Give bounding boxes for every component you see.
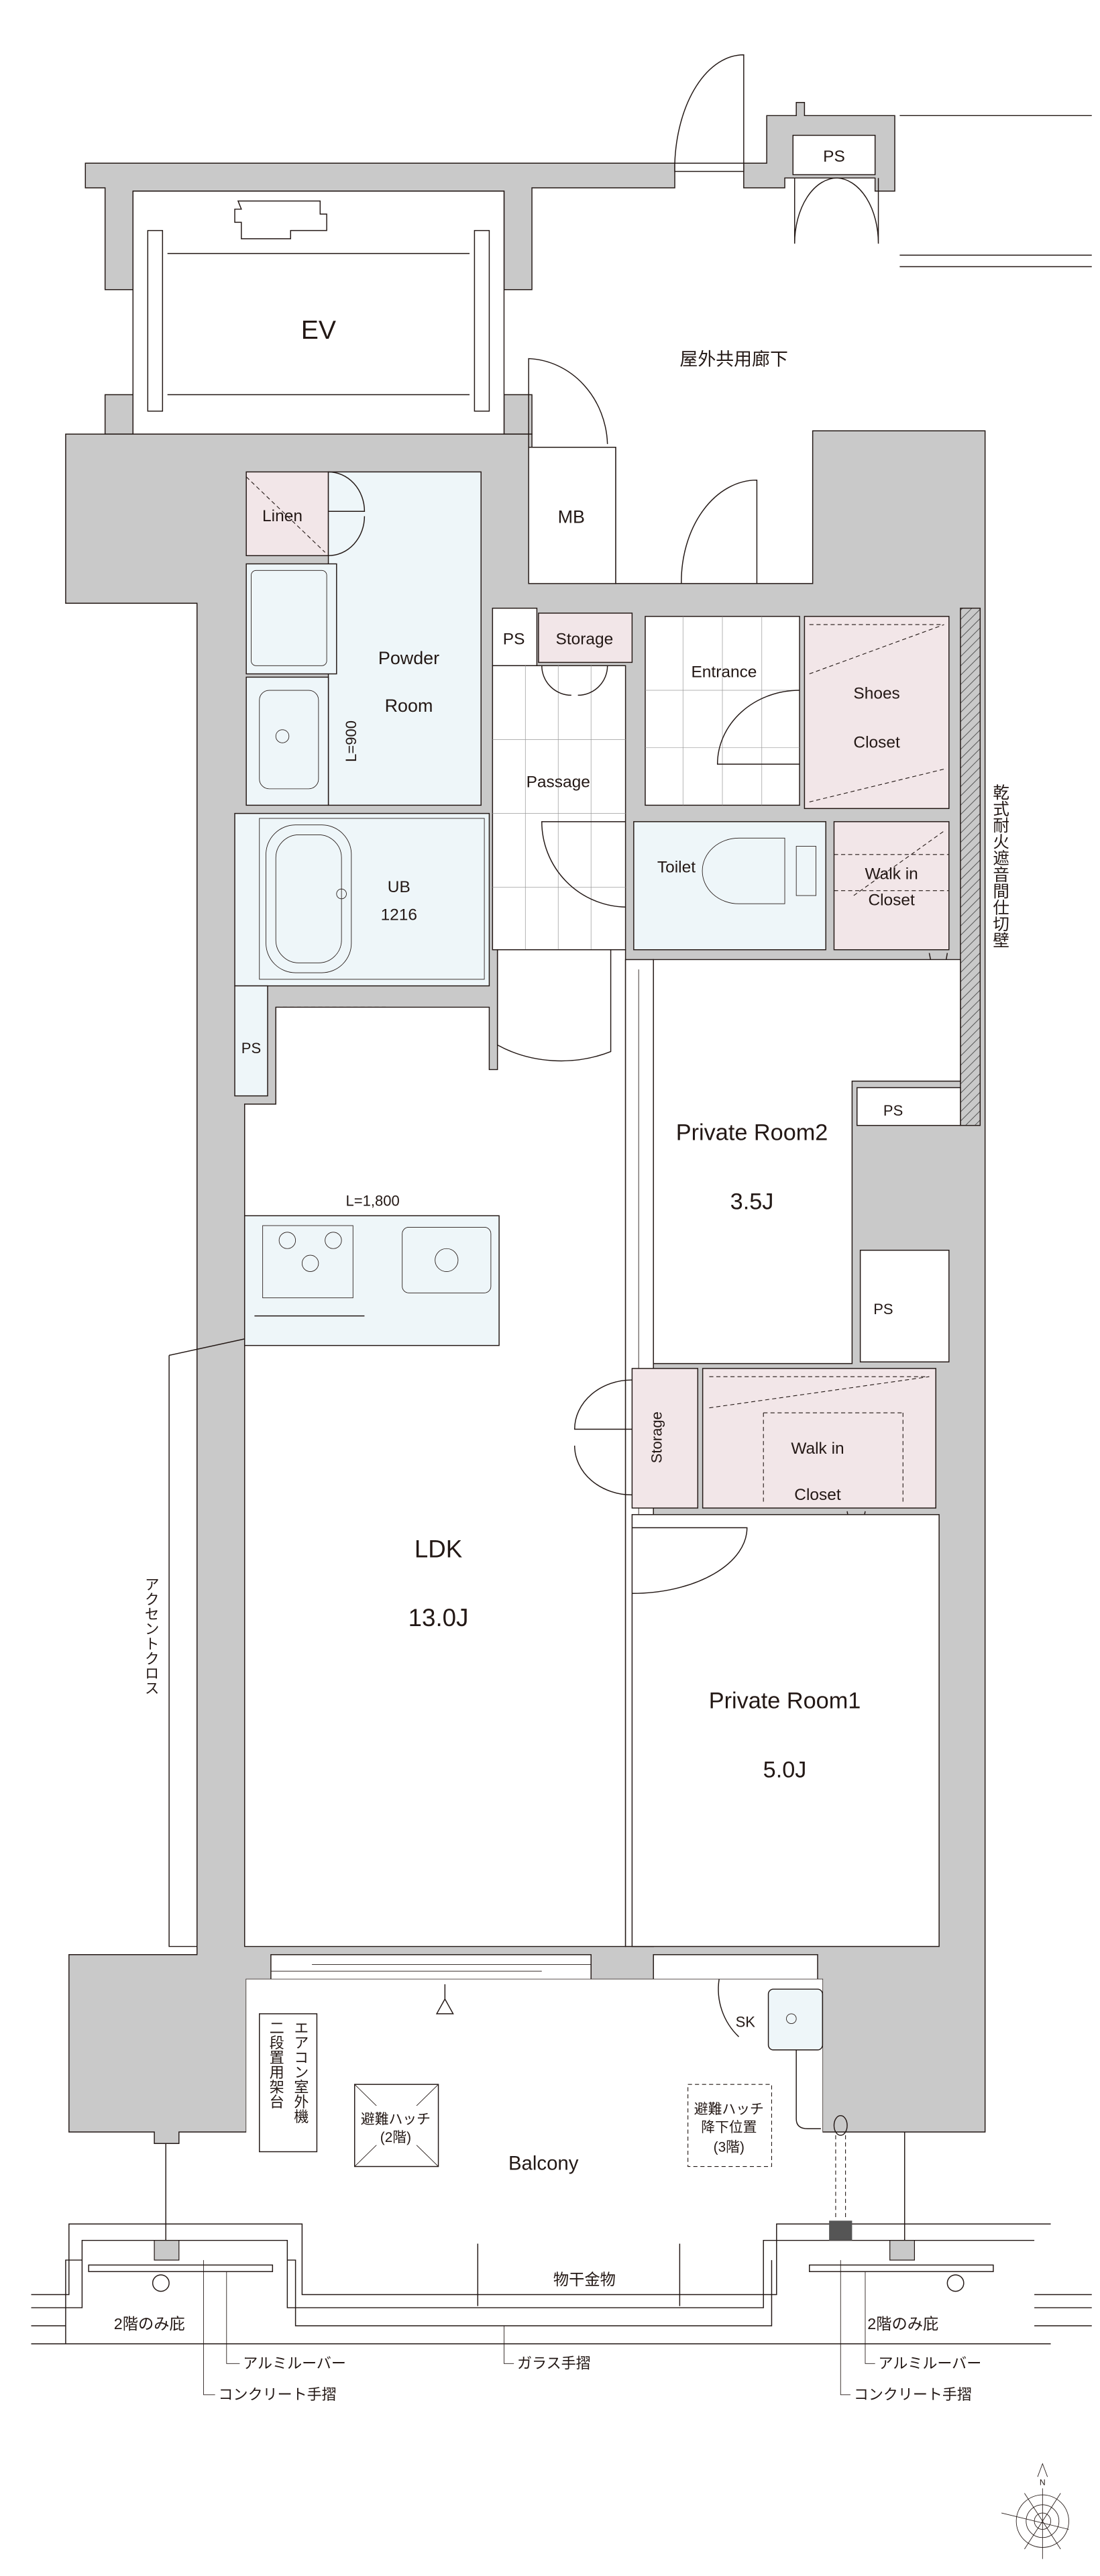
ub-label: UB	[388, 878, 410, 896]
storage-room1	[631, 1368, 699, 1509]
private-room-2	[653, 959, 961, 1364]
hatch3-floor-label: (3階)	[714, 2140, 745, 2155]
kitchen-counter	[243, 1215, 500, 1346]
compass-north-label: N	[1040, 2477, 1046, 2487]
room1-label: Private Room1	[709, 1688, 861, 1714]
ps-top	[792, 134, 876, 176]
washbasin-counter	[245, 676, 329, 806]
slop-sink	[767, 1988, 824, 2051]
aircon-label-2: 二段置用架台	[268, 2021, 284, 2109]
ps-double-door	[793, 177, 879, 244]
entrance-door	[681, 479, 758, 584]
glass-rail-label: ガラス手摺	[517, 2355, 591, 2372]
walk-in-closet-2	[702, 1368, 936, 1509]
passage: Passage	[492, 665, 626, 951]
entrance-label: Entrance	[691, 663, 757, 681]
mb-door	[528, 358, 608, 447]
eave-right-label: 2階のみ庇	[867, 2315, 938, 2332]
hatch3-label-2: 降下位置	[701, 2120, 757, 2135]
storage-entry	[538, 612, 633, 663]
unit-bath	[234, 812, 490, 987]
basin-length-label: L=900	[343, 720, 360, 762]
passage-label: Passage	[527, 773, 590, 791]
ps-bath	[234, 985, 268, 1097]
toilet	[633, 821, 826, 951]
ps-room2-a	[856, 1087, 961, 1126]
compass-icon: N	[1001, 2463, 1069, 2559]
fire-partition-wall	[960, 607, 981, 1126]
storage-entry-label: Storage	[556, 630, 614, 648]
ldk-size-label: 13.0J	[408, 1604, 469, 1631]
ps-entry-label: PS	[503, 630, 525, 648]
louver-right-label: アルミルーバー	[879, 2355, 982, 2372]
balcony: エアコン室外機 二段置用架台 避難ハッチ (2階) 避難ハッチ 降下位置 (3階…	[31, 1979, 1092, 2403]
kitchen-length-label: L=1,800	[346, 1193, 400, 1210]
linen-label: Linen	[262, 507, 302, 525]
wic2-label: Walk in	[791, 1440, 844, 1458]
ps-room2-a-label: PS	[883, 1102, 903, 1119]
sk-label: SK	[736, 2013, 756, 2030]
ps-bath-label: PS	[241, 1040, 261, 1057]
room2-size-label: 3.5J	[730, 1189, 774, 1215]
drying-hardware-label: 物干金物	[553, 2271, 616, 2288]
shoes-closet-label-2: Closet	[853, 734, 900, 752]
corridor-label: 屋外共用廊下	[679, 349, 787, 369]
room2-label: Private Room2	[676, 1120, 828, 1146]
wic1-label: Walk in	[865, 865, 918, 883]
powder-room	[327, 471, 482, 806]
ps-entry	[492, 607, 538, 667]
wic1-label-2: Closet	[868, 892, 915, 910]
common-area: EV PS 屋外共用廊下	[85, 54, 1092, 435]
hatch2-label: 避難ハッチ	[361, 2112, 431, 2127]
storage-room1-label: Storage	[648, 1411, 665, 1463]
shoes-closet-label: Shoes	[853, 684, 899, 702]
evacuation-hatch-3f	[688, 2084, 772, 2167]
concrete-rail-left-label: コンクリート手摺	[219, 2386, 337, 2403]
ps-room2-b-label: PS	[873, 1301, 893, 1318]
louver-left-label: アルミルーバー	[243, 2355, 346, 2372]
toilet-label: Toilet	[657, 859, 696, 877]
louver-left	[88, 2264, 274, 2272]
evacuation-hatch-2f	[353, 2084, 439, 2167]
partition-wall-label: 乾式耐火遮音間仕切壁	[991, 784, 1009, 948]
ps-room2-b	[859, 1249, 950, 1362]
room1-window	[653, 1954, 818, 1980]
powder-room-label-2: Room	[385, 696, 433, 716]
hatch3-label: 避難ハッチ	[694, 2102, 764, 2117]
private-room-1	[631, 1514, 940, 1947]
ldk	[243, 949, 626, 1947]
walk-in-closet-1	[833, 821, 950, 951]
hatch2-floor-label: (2階)	[380, 2130, 411, 2145]
room1-size-label: 5.0J	[763, 1757, 807, 1782]
powder-room-label: Powder	[378, 648, 439, 668]
elevator-shaft	[132, 191, 505, 435]
washing-machine-space	[245, 563, 337, 675]
aircon-label: エアコン室外機	[292, 2021, 309, 2124]
eave-left-label: 2階のみ庇	[114, 2315, 185, 2332]
accent-cloth-label: アクセントクロス	[143, 1577, 160, 1695]
entrance: Entrance	[645, 616, 800, 806]
meter-box	[528, 447, 616, 584]
accent-cloth-line	[168, 1338, 245, 1947]
ub-size-label: 1216	[381, 906, 417, 924]
ldk-window	[270, 1954, 592, 1980]
wic2-label-2: Closet	[794, 1486, 841, 1504]
shoes-closet	[804, 616, 950, 809]
ldk-label: LDK	[415, 1535, 463, 1562]
louver-right	[809, 2264, 994, 2272]
mb-label: MB	[558, 506, 585, 527]
concrete-rail-right-label: コンクリート手摺	[854, 2386, 972, 2403]
ev-label: EV	[301, 316, 336, 345]
balcony-label: Balcony	[508, 2152, 579, 2174]
ps-top-label: PS	[823, 148, 845, 166]
aircon-rack	[259, 2013, 318, 2153]
corridor-gate-door	[674, 54, 745, 164]
